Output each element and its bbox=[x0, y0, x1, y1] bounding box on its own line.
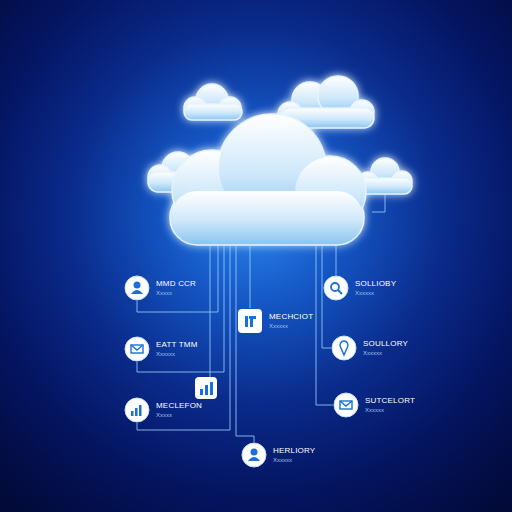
node-icon bbox=[331, 335, 357, 361]
icon-node: SOULLORYXxxxxx bbox=[331, 335, 408, 361]
node-icon bbox=[237, 308, 263, 334]
node-title: SOULLORY bbox=[363, 339, 408, 349]
main-cloud bbox=[170, 114, 366, 245]
wire bbox=[137, 192, 385, 442]
node-icon bbox=[124, 397, 150, 423]
main-cloud-fill bbox=[171, 115, 365, 244]
node-subtitle: Xxxxxx bbox=[355, 289, 396, 297]
icon-node: EATT TMMXxxxxx bbox=[124, 336, 198, 362]
node-icon bbox=[241, 442, 267, 468]
node-icon bbox=[333, 392, 359, 418]
icon-node: SUTCELORTXxxxxx bbox=[333, 392, 415, 418]
node-title: SUTCELORT bbox=[365, 396, 415, 406]
cloud bbox=[148, 76, 412, 245]
node-icon bbox=[323, 275, 349, 301]
node-subtitle: Xxxxx bbox=[156, 289, 196, 297]
node-subtitle: Xxxxxx bbox=[365, 406, 415, 414]
node-subtitle: Xxxxx bbox=[156, 411, 202, 419]
node-icon bbox=[124, 336, 150, 362]
node-subtitle: Xxxxxx bbox=[156, 350, 198, 358]
small-cloud bbox=[184, 84, 242, 120]
icon-node: SOLLIOBYXxxxxx bbox=[323, 275, 396, 301]
icon-node: MECLEFONXxxxx bbox=[124, 397, 202, 423]
icon-node: MECHCIOTXxxxxx bbox=[237, 308, 313, 334]
node-title: MECLEFON bbox=[156, 401, 202, 411]
icon-node: MMD CCRXxxxx bbox=[124, 275, 196, 301]
node-title: SOLLIOBY bbox=[355, 279, 396, 289]
node-subtitle: Xxxxxx bbox=[273, 456, 315, 464]
node-title: EATT TMM bbox=[156, 340, 198, 350]
node-subtitle: Xxxxxx bbox=[269, 322, 313, 330]
node-title: MMD CCR bbox=[156, 279, 196, 289]
node-title: MECHCIOT bbox=[269, 312, 313, 322]
chart-icon bbox=[195, 377, 217, 399]
node-subtitle: Xxxxxx bbox=[363, 349, 408, 357]
node-title: HERLIORY bbox=[273, 446, 315, 456]
node-icon bbox=[124, 275, 150, 301]
icon-node: HERLIORYXxxxxx bbox=[241, 442, 315, 468]
